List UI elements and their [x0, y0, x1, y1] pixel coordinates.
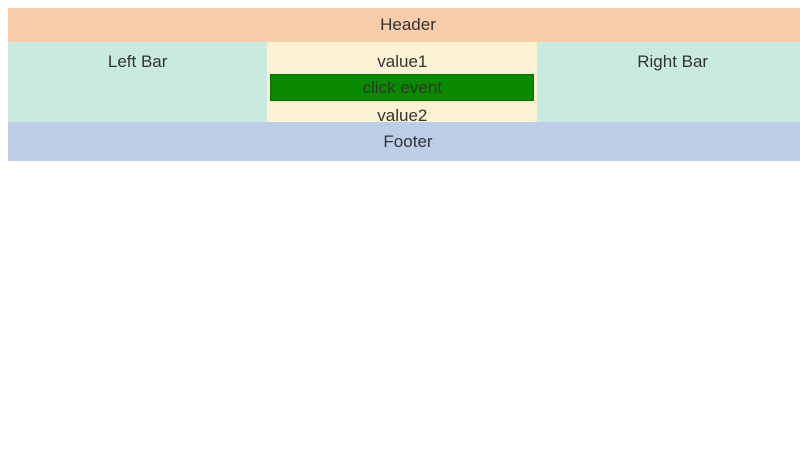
header-label: Header: [380, 15, 436, 34]
middle-row: Left Bar value1 click event value2 Right…: [8, 42, 800, 122]
value2-text: value2: [377, 106, 428, 122]
header-bar: Header: [8, 8, 800, 42]
left-bar: Left Bar: [8, 42, 268, 122]
footer-bar: Footer: [8, 122, 800, 161]
right-bar-label: Right Bar: [637, 52, 709, 71]
left-bar-label: Left Bar: [107, 52, 168, 71]
right-bar: Right Bar: [537, 42, 800, 122]
center-column: value1 click event value2: [267, 42, 538, 122]
click-event-button[interactable]: click event: [270, 74, 535, 101]
value1-text: value1: [377, 52, 428, 71]
footer-label: Footer: [383, 131, 433, 151]
